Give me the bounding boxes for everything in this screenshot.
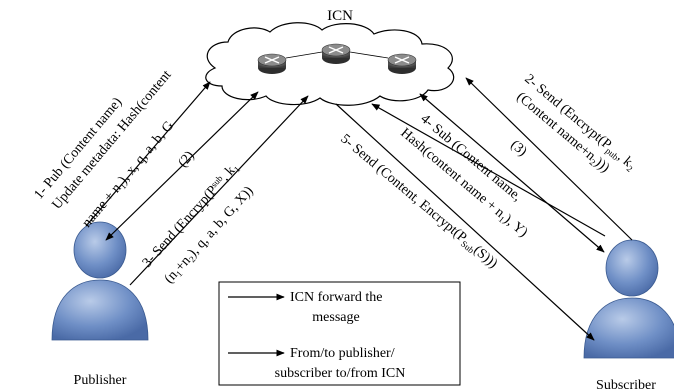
- router-icon: [387, 53, 417, 74]
- legend-item1-line2: message: [312, 310, 359, 325]
- router-icon: [257, 53, 287, 74]
- step2-left-text: (2): [176, 148, 198, 170]
- step3-right-text: (3): [507, 138, 529, 160]
- step3-right-label: (3): [507, 138, 529, 160]
- icn-label: ICN: [327, 8, 353, 24]
- arrow-step2-left: [105, 91, 259, 241]
- publisher-label: Publisher: [74, 373, 127, 388]
- router-link: [285, 51, 323, 59]
- legend-item2-line1: From/to publisher/: [290, 346, 395, 361]
- icn-cloud: [205, 22, 455, 106]
- router-icon: [321, 43, 351, 64]
- subscriber-label: Subscriber: [596, 378, 656, 392]
- arrow-step2-right: [465, 77, 633, 241]
- legend-box: ICN forward the message From/to publishe…: [218, 281, 461, 386]
- router-link: [349, 51, 389, 59]
- arrow-step3: [129, 95, 309, 286]
- step2-left-label: (2): [176, 148, 198, 170]
- step2-right-label: 2- Send (Encrypt(Ppub, k2: [521, 72, 639, 174]
- step2-right-line1: 2- Send (Encrypt(Ppub, k2: [521, 72, 639, 174]
- legend-item2-line2: subscriber to/from ICN: [275, 366, 406, 381]
- subscriber-icon: [583, 239, 674, 359]
- arrow-step3-right: [419, 93, 605, 253]
- legend-item1-line1: ICN forward the: [290, 290, 383, 305]
